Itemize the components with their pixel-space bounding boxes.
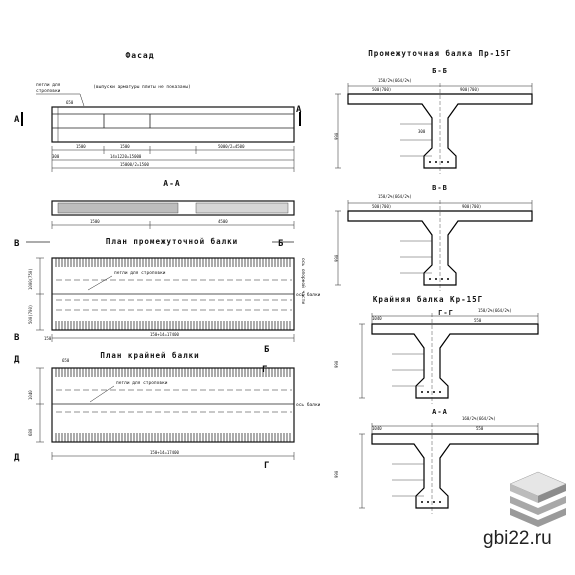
stacked-slabs-icon [509,471,567,527]
marker-d-left: Д [14,355,20,365]
dim-bb-900: 900(700) [460,87,479,92]
dim-plan1-total: 150+14=17400 [150,332,179,337]
marker-v-left-bottom: В [14,333,20,343]
dim-aa-550: 550 [476,426,484,431]
title-section-aa-right: А-А [432,408,448,416]
rebar-comb-bottom-intermediate [55,321,291,330]
dim-gg-550: 550 [474,318,482,323]
marker-g-right: Г [262,365,267,375]
sling-loop-label-plan2: петли для строповки [116,381,168,386]
dim-gg-height: 990 [334,360,339,368]
marker-v-left: В [14,239,20,249]
plan-intermediate-beam [51,257,295,331]
plan-edge-dims [36,367,295,460]
sling-loop-label-plan1: петли для строповки [114,271,166,276]
plan-intermediate-dims [36,257,295,342]
dim-facade-1500a: 1500 [76,144,86,149]
rebar-comb-bottom-edge [55,433,291,442]
dim-plan1-50: 150 [44,336,52,341]
sling-leader-plan1 [87,275,113,291]
dim-aa-4500: 4500 [218,219,228,224]
title-beam-edge: Крайняя балка Кр-15Г [373,295,483,304]
sling-loop-label-lower: строповки [36,89,61,94]
ratio-gg: 150/2%(664/2%) [478,308,512,313]
marker-d-left-bottom: Д [14,453,20,463]
cross-section-aa-right [359,423,539,514]
dim-facade-span: 14х1220=15000 [110,154,142,159]
beam-axis-label-2: ось балки [296,401,321,408]
dim-bb-height: 990 [334,132,339,140]
sling-loop-label-upper: петли для [36,83,61,88]
marker-b-right: Б [278,239,284,249]
title-facade: Фасад [125,51,154,60]
dim-plan2-left2: 680 [28,428,33,436]
watermark: gbi22.ru [483,528,552,549]
section-aa-strip [51,200,295,229]
beam-outline [371,433,539,509]
dim-aa-1500: 1500 [90,219,100,224]
title-section-gg: Г-Г [438,309,454,317]
rebar-comb-top-intermediate [55,258,291,267]
plan-edge-beam [51,367,295,443]
cross-section-bb [335,83,533,174]
dim-plan1-left2: 500(700) [28,305,33,324]
facade-dimensions [51,146,295,172]
cross-section-gg [359,313,539,404]
dim-plan1-left: 1000(750) [28,268,33,290]
dim-gg-1040: 1040 [372,316,382,321]
beam-axis-label-1: ось балки [296,291,321,298]
marker-b-right-bottom: Б [264,345,270,355]
dim-650-top: 650 [66,100,74,105]
sling-leader-2 [79,93,85,107]
title-beam-intermediate: Промежуточная балка Пр-15Г [368,49,511,58]
dim-plan2-left: 1040 [28,390,33,400]
ratio-bb: 150/2%(664/2%) [378,78,412,83]
dim-aa-1040: 1040 [372,426,382,431]
section-marker-a-left: А [14,115,20,125]
dim-vv-900: 900(700) [462,204,481,209]
rebar-comb-top-edge [55,368,291,377]
dim-vv-500: 500(700) [372,204,391,209]
dim-650-edge: 650 [62,358,70,363]
marker-g-right-bottom: Г [264,461,269,471]
dim-facade-tail: 5000/2=4500 [218,144,245,149]
facade-beam [51,106,295,143]
beam-outline [371,323,539,399]
title-section-bb: Б-Б [432,67,448,75]
section-marker-a-right: А [296,105,302,115]
support-axis-label-1: ось опорной части [300,258,306,304]
dim-aa-height: 990 [334,470,339,478]
dim-bb-300: 300 [418,129,426,134]
title-section-aa: А-А [163,179,180,188]
dim-plan2-total: 150+14=17400 [150,450,179,455]
cross-section-vv [335,200,533,291]
title-plan-intermediate: План промежуточной балки [106,237,238,246]
title-section-vv: В-В [432,184,448,192]
ratio-aa: 160/2%(664/2%) [462,416,496,421]
dim-facade-total: 15000/2=1500 [120,162,149,167]
ratio-vv: 150/2%(664/2%) [378,194,412,199]
dim-facade-300: 300 [52,154,60,159]
facade-note: (выпуски арматуры плиты не показаны) [93,84,191,90]
dim-vv-height: 990 [334,254,339,262]
title-plan-edge: План крайней балки [100,351,199,360]
sling-leader-plan2 [89,385,115,403]
dim-facade-1500b: 1500 [120,144,130,149]
dim-bb-500: 500(700) [372,87,391,92]
